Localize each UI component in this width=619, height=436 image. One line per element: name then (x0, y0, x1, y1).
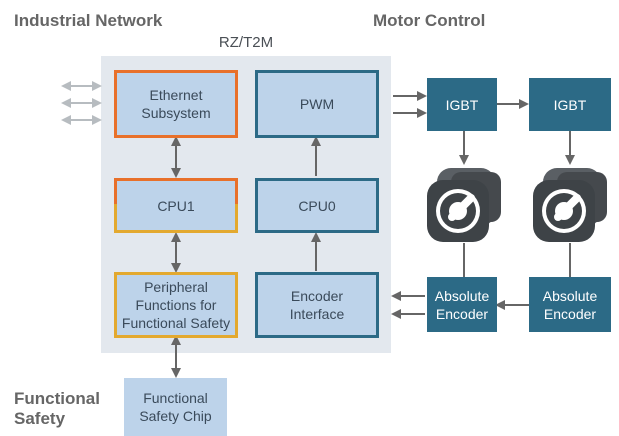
ethernet-subsystem-line2: Subsystem (141, 105, 211, 121)
functional-safety-header-line1: Functional (14, 389, 100, 408)
absolute-encoder-block-1: Absolute Encoder (427, 277, 497, 332)
functional-safety-chip-block: Functional Safety Chip (124, 378, 227, 436)
cpu0-label: CPU0 (298, 197, 336, 214)
pwm-block: PWM (255, 70, 379, 138)
safety-chip-line2: Safety Chip (139, 408, 212, 424)
motor-control-header: Motor Control (373, 11, 486, 30)
cpu1-label: CPU1 (157, 197, 195, 214)
cpu0-block: CPU0 (255, 178, 379, 233)
industrial-network-header: Industrial Network (14, 11, 163, 30)
peripheral-line2: Functions for (135, 297, 217, 313)
motor-icon (427, 168, 501, 242)
cpu1-border-accent-left (114, 178, 117, 204)
absolute-encoder-block-2: Absolute Encoder (529, 277, 611, 332)
igbt-1-label: IGBT (445, 96, 479, 113)
peripheral-line3: Functional Safety (121, 315, 231, 331)
pwm-label: PWM (299, 96, 335, 112)
motor-icon (533, 168, 607, 242)
safety-chip-line1: Functional (143, 390, 208, 406)
cpu1-border-accent-right (235, 178, 238, 204)
encoder-interface-line1: Encoder (290, 288, 344, 304)
chip-label: RZ/T2M (218, 34, 274, 51)
ethernet-subsystem-block: Ethernet Subsystem (114, 70, 238, 138)
ethernet-subsystem-line1: Ethernet (149, 87, 203, 103)
cpu1-block: CPU1 (114, 178, 238, 233)
igbt-2-label: IGBT (553, 96, 587, 113)
encoder-2-line1: Absolute (542, 287, 598, 304)
functional-safety-header-line2: Safety (14, 409, 66, 428)
encoder-interface-block: Encoder Interface (255, 272, 379, 338)
encoder-interface-line2: Interface (289, 306, 345, 322)
igbt-block-1: IGBT (427, 78, 497, 131)
peripheral-line1: Peripheral (144, 279, 208, 295)
encoder-1-line1: Absolute (434, 287, 490, 304)
peripheral-functions-block: Peripheral Functions for Functional Safe… (114, 272, 238, 338)
encoder-1-line2: Encoder (435, 305, 489, 322)
functional-safety-header: Functional Safety (14, 389, 100, 429)
igbt-block-2: IGBT (529, 78, 611, 131)
network-arrows (61, 81, 102, 125)
encoder-2-line2: Encoder (543, 305, 597, 322)
